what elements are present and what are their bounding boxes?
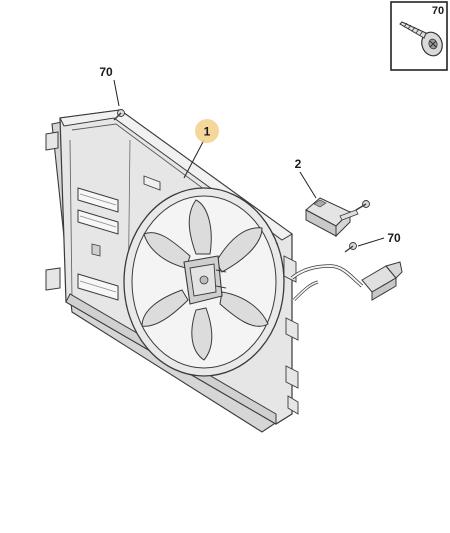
screw-relay-icon — [355, 200, 370, 211]
callout-screw-right: 70 — [387, 231, 401, 245]
leader-lines — [113, 79, 385, 247]
screw-top-left-icon — [113, 109, 125, 121]
screw-inset: 70 — [390, 1, 448, 71]
callout-screw-top-left: 70 — [99, 65, 113, 79]
wiring-harness — [290, 264, 364, 302]
fan-blades — [141, 199, 269, 361]
fan-hub — [183, 255, 227, 305]
air-flap-openings — [77, 187, 119, 301]
screw-right-icon — [344, 242, 357, 253]
callout-badge-fan-assembly: 1 — [195, 119, 219, 143]
inset-label: 70 — [432, 5, 444, 17]
callout-fan-assembly: 1 — [204, 125, 211, 139]
fan-relay — [305, 197, 359, 238]
harness-connector — [361, 261, 403, 301]
screw-detail-icon — [399, 21, 443, 57]
callout-relay: 2 — [295, 157, 302, 171]
